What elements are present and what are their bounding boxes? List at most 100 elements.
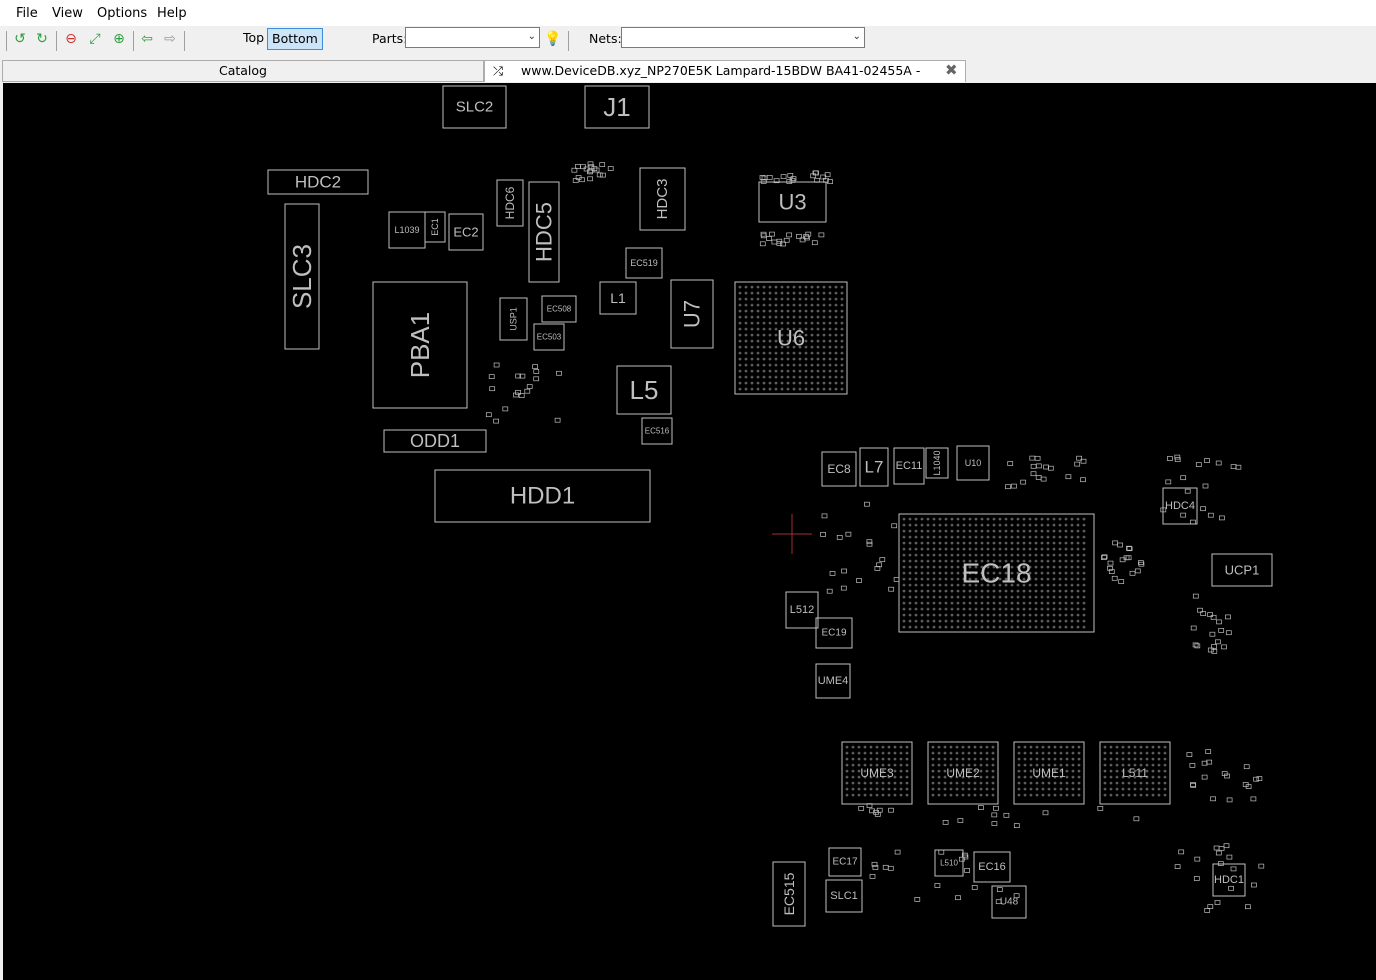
chevron-down-icon: ⌄ — [852, 31, 861, 42]
component-label: L7 — [865, 458, 884, 477]
component-slc1[interactable] — [825, 879, 863, 913]
component-ec2[interactable] — [448, 213, 484, 251]
component-u48[interactable] — [991, 885, 1027, 919]
component-ec11[interactable] — [893, 447, 925, 485]
component-hdc6[interactable] — [496, 179, 524, 227]
tab-boardview[interactable]: ⤮ www.DeviceDB.xyz_NP270E5K Lampard-15BD… — [484, 60, 966, 98]
forward-arrow-icon[interactable]: ⇨ — [164, 31, 176, 47]
parts-combobox[interactable]: ⌄ — [405, 27, 540, 48]
component-ec16[interactable] — [973, 851, 1011, 883]
component-ec515[interactable] — [772, 861, 806, 927]
component-label: UME3 — [860, 766, 894, 780]
zoom-out-icon[interactable]: ⊖ — [65, 31, 77, 47]
back-arrow-icon[interactable]: ⇦ — [141, 31, 153, 47]
component-hdc4[interactable] — [1162, 487, 1198, 525]
component-label: EC2 — [453, 225, 478, 240]
shuffle-icon[interactable]: ⤮ — [493, 63, 504, 78]
component-label: HDC6 — [503, 186, 517, 219]
component-label: HDC4 — [1165, 500, 1195, 512]
component-label: EC515 — [781, 872, 797, 915]
component-u3[interactable] — [758, 181, 827, 223]
component-ec19[interactable] — [815, 617, 853, 649]
component-label: SLC3 — [287, 244, 317, 309]
component-l5[interactable] — [616, 365, 672, 415]
component-l510[interactable] — [934, 849, 964, 877]
component-hdd1[interactable] — [434, 469, 651, 523]
component-j1[interactable] — [584, 85, 650, 129]
component-label: J1 — [603, 92, 630, 122]
rotate-left-icon[interactable]: ↺ — [14, 31, 26, 47]
component-ume1[interactable] — [1013, 741, 1085, 805]
component-slc3[interactable] — [284, 203, 320, 350]
component-pba1[interactable] — [372, 281, 468, 409]
component-label: L5 — [630, 375, 659, 405]
component-label: EC11 — [896, 460, 923, 472]
view-top-button[interactable]: Top — [243, 30, 265, 45]
component-ucp1[interactable] — [1211, 553, 1273, 587]
component-label: U3 — [778, 190, 806, 215]
component-odd1[interactable] — [383, 429, 487, 453]
component-u10[interactable] — [956, 445, 990, 481]
component-label: EC508 — [547, 305, 572, 314]
component-ec516[interactable] — [641, 417, 673, 445]
component-ume2[interactable] — [927, 741, 999, 805]
rotate-right-icon[interactable]: ↻ — [36, 31, 48, 47]
close-icon[interactable]: ✖ — [945, 61, 958, 79]
component-label: HDD1 — [510, 483, 575, 510]
component-label: UME1 — [1032, 766, 1066, 780]
zoom-fit-icon[interactable]: ⤢ — [89, 31, 101, 47]
component-label: ODD1 — [410, 431, 460, 451]
component-hdc2[interactable] — [267, 169, 369, 195]
component-ec503[interactable] — [533, 323, 565, 351]
component-hdc1[interactable] — [1212, 863, 1246, 897]
component-hdc5[interactable] — [528, 181, 560, 283]
menu-help[interactable]: Help — [157, 6, 187, 21]
component-l512[interactable] — [785, 591, 819, 629]
component-label: UME2 — [946, 766, 980, 780]
menu-view[interactable]: View — [52, 6, 83, 21]
tab-catalog[interactable]: Catalog — [2, 60, 484, 82]
component-label: PBA1 — [405, 312, 435, 379]
component-label: EC16 — [978, 861, 1006, 873]
menu-bar: File View Options Help — [0, 0, 1376, 26]
menu-options[interactable]: Options — [97, 6, 148, 21]
component-label: EC1 — [430, 218, 440, 236]
component-l1[interactable] — [599, 281, 637, 315]
component-ec17[interactable] — [828, 847, 862, 877]
nets-combobox[interactable]: ⌄ — [621, 27, 865, 48]
zoom-in-icon[interactable]: ⊕ — [113, 31, 125, 47]
component-label: U10 — [965, 458, 982, 468]
component-label: USP1 — [509, 307, 519, 331]
component-ec8[interactable] — [821, 451, 857, 487]
component-u7[interactable] — [670, 279, 714, 349]
component-l511[interactable] — [1099, 741, 1171, 805]
component-u6[interactable] — [734, 281, 848, 395]
parts-label: Parts: — [372, 31, 408, 46]
component-ec519[interactable] — [625, 247, 663, 279]
component-l7[interactable] — [859, 447, 889, 487]
component-ume3[interactable] — [841, 741, 913, 805]
component-hdc3[interactable] — [639, 167, 686, 231]
component-label: L512 — [790, 604, 814, 616]
menu-file[interactable]: File — [16, 6, 38, 21]
toolbar: ↺ ↻ ⊖ ⤢ ⊕ ⇦ ⇨ Top Bottom Parts: ⌄ 💡 Nets… — [0, 26, 1376, 58]
component-label: HDC5 — [532, 202, 557, 262]
tab-catalog-label: Catalog — [218, 63, 267, 78]
component-usp1[interactable] — [499, 297, 528, 341]
tab-bar: Catalog ⤮ www.DeviceDB.xyz_NP270E5K Lamp… — [0, 58, 1376, 98]
chevron-down-icon: ⌄ — [527, 31, 536, 42]
component-l1040[interactable] — [925, 447, 949, 479]
lightbulb-icon[interactable]: 💡 — [544, 31, 562, 47]
component-label: L510 — [940, 859, 958, 868]
component-ec1[interactable] — [424, 211, 446, 243]
component-ec508[interactable] — [541, 295, 577, 323]
component-slc2[interactable] — [442, 85, 507, 129]
view-bottom-button[interactable]: Bottom — [267, 28, 323, 50]
component-ume4[interactable] — [815, 663, 851, 699]
component-label: SLC1 — [830, 890, 858, 902]
component-label: EC516 — [645, 427, 670, 436]
component-label: UCP1 — [1225, 563, 1260, 578]
component-ec18[interactable] — [898, 513, 1095, 633]
